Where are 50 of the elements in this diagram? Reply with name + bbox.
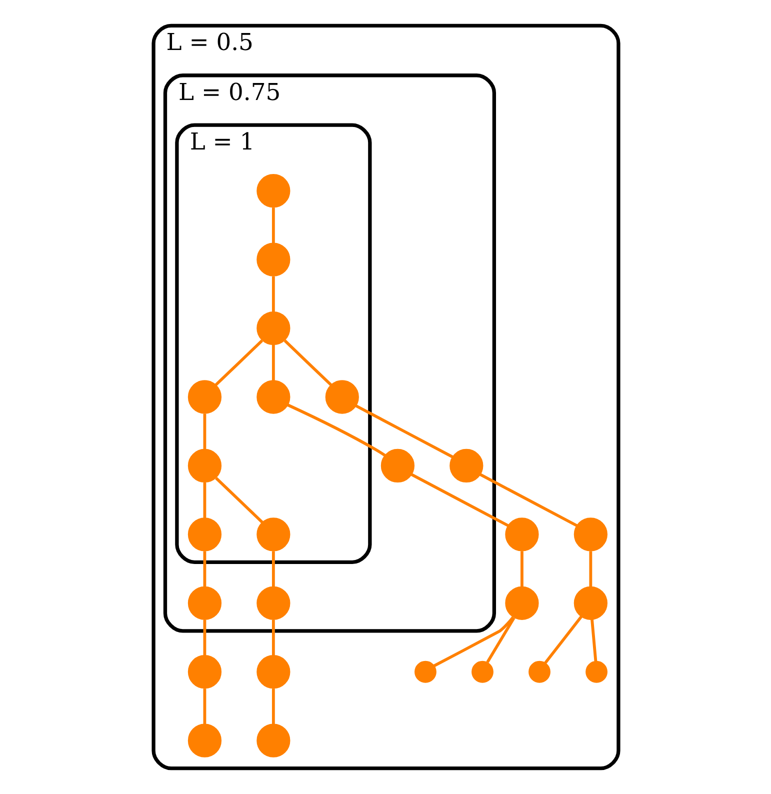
cluster: L = 1: [174, 123, 372, 564]
connector: [286, 404, 386, 457]
connector: [271, 620, 274, 656]
connector: [202, 551, 206, 587]
node-circle: [187, 448, 222, 483]
connector: [202, 414, 206, 450]
connector: [354, 404, 453, 458]
node-circle: [187, 518, 222, 552]
node-circle: [585, 660, 607, 683]
connector: [479, 473, 578, 527]
connector: [544, 616, 582, 664]
connector: [590, 619, 597, 662]
connector: [432, 616, 514, 668]
connector: [520, 551, 523, 587]
node-circle: [471, 660, 493, 683]
connector: [271, 208, 274, 244]
node-circle: [573, 518, 607, 552]
node-circle: [187, 724, 222, 758]
connector: [271, 345, 274, 381]
node-circle: [256, 380, 290, 414]
connector: [283, 340, 332, 386]
node-circle: [324, 380, 358, 414]
connector: [202, 482, 206, 518]
connector: [588, 551, 592, 587]
node-circle: [573, 586, 607, 620]
connector: [410, 473, 508, 527]
connector: [202, 688, 206, 724]
node-circle: [256, 311, 290, 346]
node-circle: [256, 518, 290, 552]
connector: [271, 276, 274, 312]
connector: [271, 688, 274, 724]
node-circle: [187, 586, 222, 620]
node-circle: [187, 380, 222, 414]
node-circle: [504, 586, 538, 620]
connector: [202, 620, 206, 656]
node-circle: [256, 724, 290, 758]
connector: [214, 340, 263, 386]
node-circle: [528, 660, 550, 683]
connector: [214, 476, 263, 524]
node-circle: [256, 586, 290, 620]
connector: [486, 617, 515, 663]
node-circle: [380, 448, 414, 483]
connector: [271, 551, 274, 587]
node-circle: [504, 518, 538, 552]
node-circle: [256, 655, 290, 689]
node-circle: [256, 242, 290, 276]
node-circle: [414, 660, 436, 683]
node-circle: [256, 174, 290, 208]
node-circle: [449, 448, 483, 483]
node-circle: [187, 655, 222, 689]
